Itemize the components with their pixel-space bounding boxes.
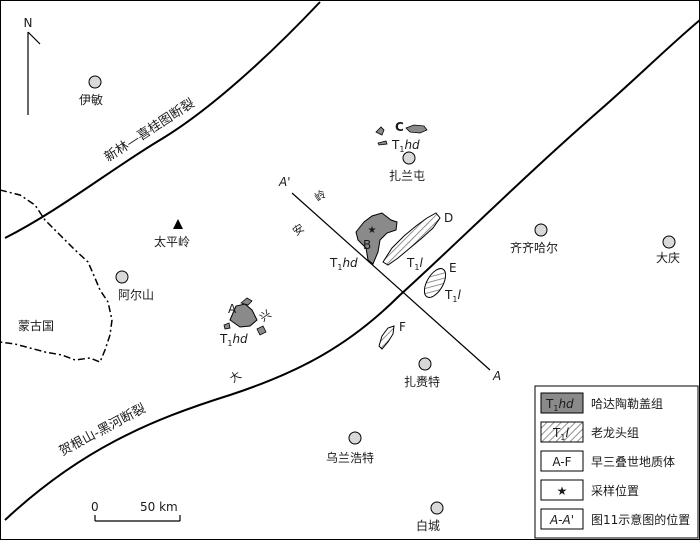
city-zhalaite: 扎赉特 [404,357,440,389]
site-d-unit: T1l [406,256,423,272]
city-baicheng: 白城 [416,501,444,533]
north-arrow: N [24,16,41,115]
legend-item-section: A-A' 图11示意图的位置 [540,508,690,530]
city-label-yimin: 伊敏 [79,92,103,107]
hd-body [229,303,258,328]
city-marker-icon [534,223,548,237]
legend-section-key: A-A' [549,513,574,527]
site-a: A T1hd [219,297,267,348]
hd-body-large [355,212,398,265]
city-marker-icon [348,431,362,445]
legend-l-name: 老龙头组 [591,426,639,440]
country-label: 蒙古国 [18,318,54,333]
site-a-unit: T1hd [219,332,248,348]
svg-text:T1hd: T1hd [545,397,574,413]
scale-distance: 50 km [140,500,178,514]
fault-line-north [4,1,321,239]
scale-zero: 0 [91,500,99,514]
city-marker-icon [430,501,444,515]
site-f-label: F [399,320,406,334]
city-yimin: 伊敏 [79,75,103,107]
hd-body [375,126,385,136]
svg-text:T1l: T1l [552,426,569,442]
site-c-unit: T1hd [391,138,420,154]
site-b-unit: T1hd [329,256,358,272]
site-d: D T1l [382,211,453,272]
site-e-unit: T1l [444,288,461,304]
site-e-label: E [449,261,457,275]
fault-line-south [4,19,700,521]
city-label-zhalantun: 扎兰屯 [389,169,425,183]
city-qiqihar: 齐齐哈尔 [510,223,558,255]
site-f: F [378,320,406,350]
range-char-4: 岭 [312,187,329,205]
hd-body [405,124,428,134]
site-b: ★ B T1hd [329,212,398,272]
peak-taipingling: 太平岭 [154,219,190,249]
legend-item-sample: ★ 采样位置 [540,479,639,501]
legend-item-l: T1l 老龙头组 [540,421,639,443]
l-body [378,325,395,350]
city-label-zhalaite: 扎赉特 [404,374,440,389]
hd-body [240,297,253,306]
site-a-label: A [228,302,237,316]
city-marker-icon [662,235,676,249]
city-label-arxan: 阿尔山 [118,287,154,302]
sample-star-icon: ★ [557,484,568,498]
legend: T1hd 哈达陶勒盖组 T1l 老龙头组 A-F 早三叠世地质体 ★ 采样位置 … [534,385,699,539]
site-b-label: B [363,238,371,252]
city-marker-icon [115,270,129,284]
peak-label: 太平岭 [154,234,190,249]
section-end-label: A [492,369,501,383]
site-c-label: C [395,120,404,134]
l-body [423,268,447,298]
site-c: C T1hd [375,120,428,154]
city-label-qiqihar: 齐齐哈尔 [510,240,558,255]
city-marker-icon [418,357,432,371]
legend-af-key: A-F [552,455,571,469]
section-start-label: A' [278,175,291,189]
section-line [291,192,491,371]
city-label-baicheng: 白城 [416,518,440,533]
range-char-1: 大 [227,368,244,386]
city-daqing: 大庆 [656,235,680,265]
city-label-daqing: 大庆 [656,251,680,265]
scale-bar: 0 50 km [91,500,181,522]
city-marker-icon [402,151,416,165]
legend-section-name: 图11示意图的位置 [591,512,690,527]
north-label: N [24,16,33,30]
legend-hd-name: 哈达陶勒盖组 [591,396,663,411]
site-e: E T1l [423,261,461,304]
legend-item-hd: T1hd 哈达陶勒盖组 [540,392,663,414]
legend-item-af: A-F 早三叠世地质体 [540,450,675,472]
city-zhalantun: 扎兰屯 [389,151,425,183]
sample-star-icon: ★ [368,225,377,236]
range-char-3: 安 [290,221,307,239]
peak-triangle-icon [173,219,183,229]
national-border [0,189,113,363]
hd-body [256,325,267,336]
l-body-belt [382,212,441,266]
city-label-ulanhot: 乌兰浩特 [326,450,374,465]
hd-body [377,140,388,146]
hd-body [223,322,231,330]
site-d-label: D [444,211,453,225]
legend-af-name: 早三叠世地质体 [591,455,675,469]
city-arxan: 阿尔山 [115,270,154,302]
city-marker-icon [88,75,102,89]
fault-label-north: 新林—喜桂图断裂 [101,95,197,165]
range-char-2: 兴 [257,307,273,324]
legend-sample-name: 采样位置 [591,483,639,498]
city-ulanhot: 乌兰浩特 [326,431,374,465]
